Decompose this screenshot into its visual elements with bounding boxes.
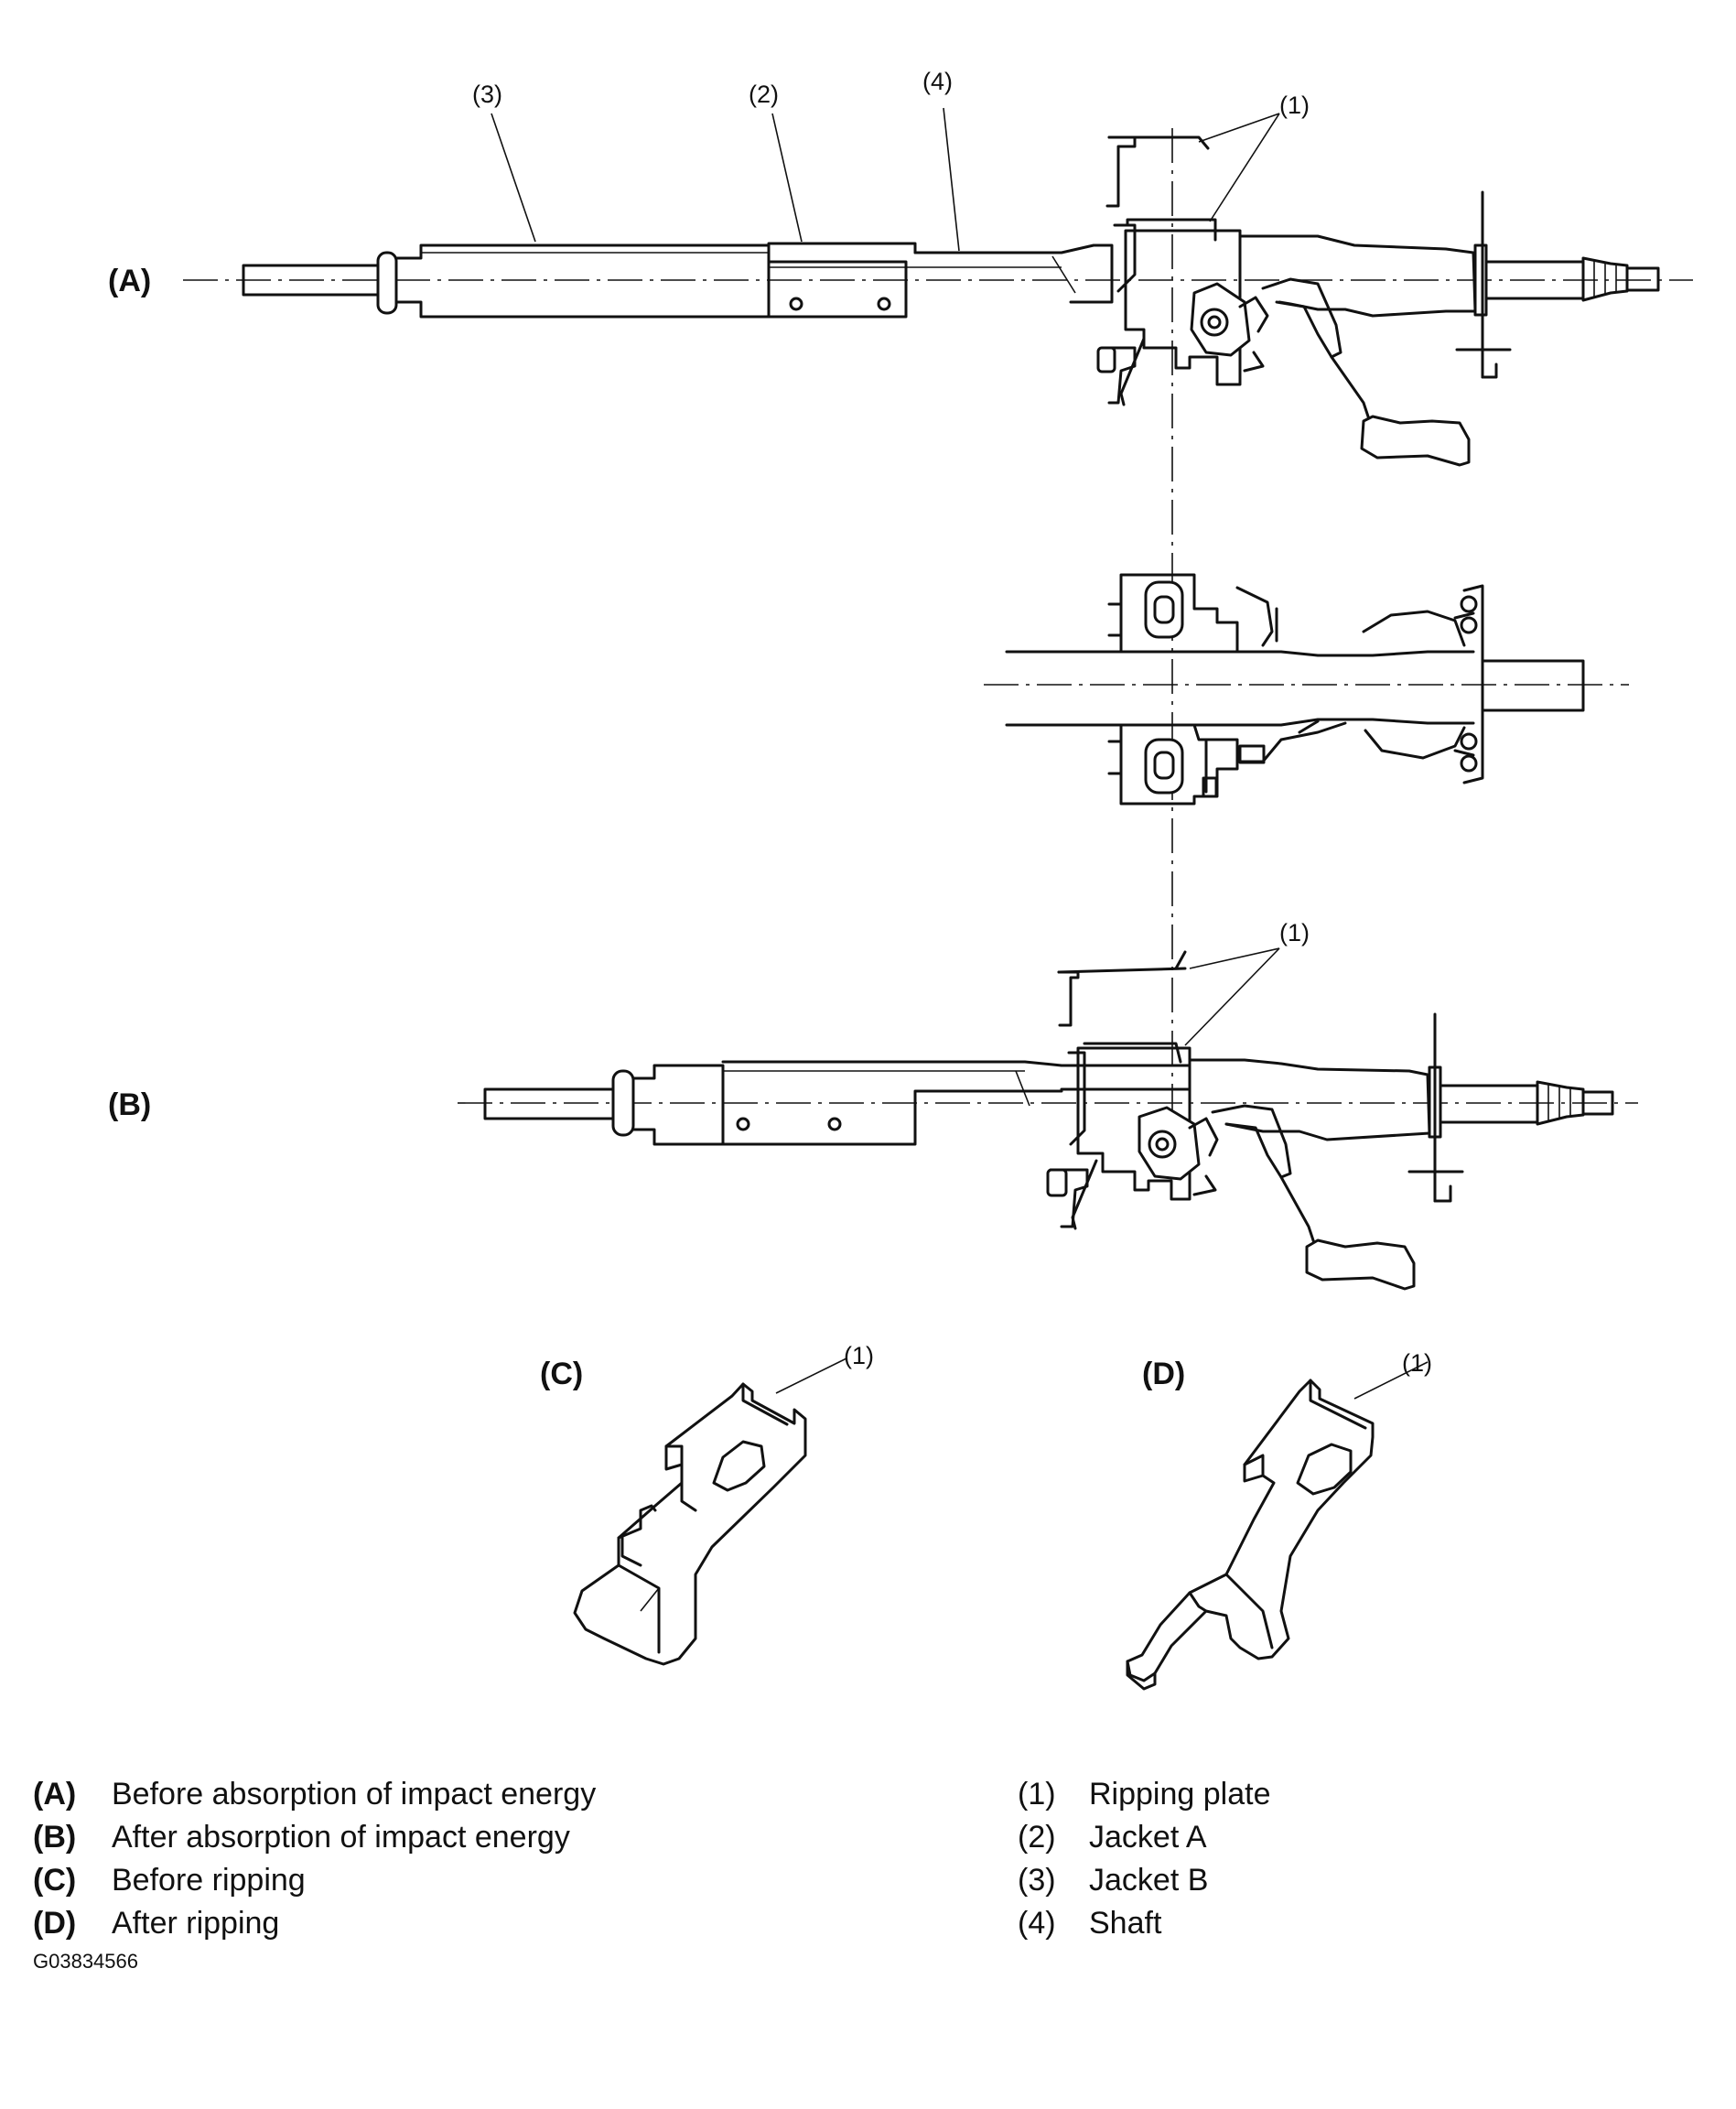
callout-4: (4) [922, 68, 953, 95]
legend-text: Shaft [1089, 1906, 1162, 1941]
view-c-slot [712, 1440, 766, 1492]
legend-parts: (1) Ripping plate (2) Jacket A (3) Jacke… [1018, 1776, 1658, 1941]
top-view-upper-bracket [1119, 573, 1239, 654]
top-view-tube-top [1005, 650, 1475, 657]
legend-text: Before ripping [112, 1863, 306, 1898]
view-a-tilt-lever [1261, 277, 1342, 359]
view-d-ripping-plate [1126, 1379, 1375, 1682]
view-label-c: (C) [540, 1357, 583, 1391]
legend-text: Jacket A [1089, 1820, 1207, 1855]
view-b-tilt-pivot [1138, 1106, 1201, 1181]
view-b-drawing [458, 947, 1638, 1291]
view-a-flange [1473, 243, 1488, 317]
callout-3: (3) [472, 81, 502, 108]
callout-2: (2) [749, 81, 779, 108]
legend-key: (3) [1018, 1863, 1056, 1898]
callout-1-view-b: (1) [1279, 919, 1310, 946]
legend-key: (C) [33, 1863, 77, 1898]
callout-1-view-a: (1) [1279, 92, 1310, 119]
legend-text: Ripping plate [1089, 1777, 1271, 1812]
view-a-ripping-plate [1126, 218, 1217, 242]
top-view-lock-body [1362, 610, 1466, 647]
view-a-collar [376, 251, 398, 315]
legend-text: Before absorption of impact energy [112, 1777, 597, 1812]
view-b-collar [611, 1069, 635, 1137]
view-a-jacket-b [394, 243, 771, 319]
view-d-slot [1296, 1443, 1353, 1496]
view-label-a: (A) [108, 264, 151, 298]
view-label-b: (B) [108, 1087, 151, 1122]
callout-1-view-d: (1) [1402, 1349, 1432, 1377]
view-a-shaft [913, 243, 1114, 304]
view-b-shaft [1060, 1064, 1191, 1091]
view-b-bracket [1076, 1046, 1191, 1201]
view-b-jacket-b [631, 1064, 725, 1146]
view-b-ripping-plate [1083, 1042, 1182, 1064]
view-c-drawing [573, 1357, 847, 1666]
view-b-jacket-a [721, 1060, 1073, 1067]
view-b-tilt-lever [1211, 1104, 1292, 1179]
legend-key: (2) [1018, 1820, 1056, 1855]
view-label-d: (D) [1142, 1357, 1185, 1391]
legend-views: (A) Before absorption of impact energy (… [33, 1776, 948, 1941]
legend-text: After absorption of impact energy [112, 1820, 570, 1855]
legend-text: After ripping [112, 1906, 280, 1941]
legend-text: Jacket B [1089, 1863, 1209, 1898]
view-b-lever-handle [1305, 1238, 1416, 1291]
legend-key: (A) [33, 1777, 77, 1812]
view-a-lever-handle [1360, 415, 1471, 467]
top-view-drawing [984, 573, 1629, 806]
view-b-shaft-end [483, 1087, 618, 1120]
legend-key: (1) [1018, 1777, 1056, 1812]
legend-key: (4) [1018, 1906, 1056, 1941]
top-view-lower-bracket [1119, 723, 1239, 806]
view-b-upper-tube [1188, 1058, 1431, 1141]
view-a-jacket-a [767, 242, 917, 254]
legend-key: (B) [33, 1820, 77, 1855]
view-a-upper-tube [1238, 234, 1477, 318]
callout-1-view-c: (1) [844, 1342, 874, 1369]
view-d-drawing [1126, 1361, 1429, 1691]
legend-key: (D) [33, 1906, 77, 1941]
view-a-drawing [183, 107, 1693, 467]
view-c-ripping-plate [573, 1382, 807, 1666]
top-view-tube-bottom [1005, 718, 1475, 727]
view-a-bracket [1124, 229, 1242, 386]
figure-id: G03834566 [33, 1950, 138, 1973]
